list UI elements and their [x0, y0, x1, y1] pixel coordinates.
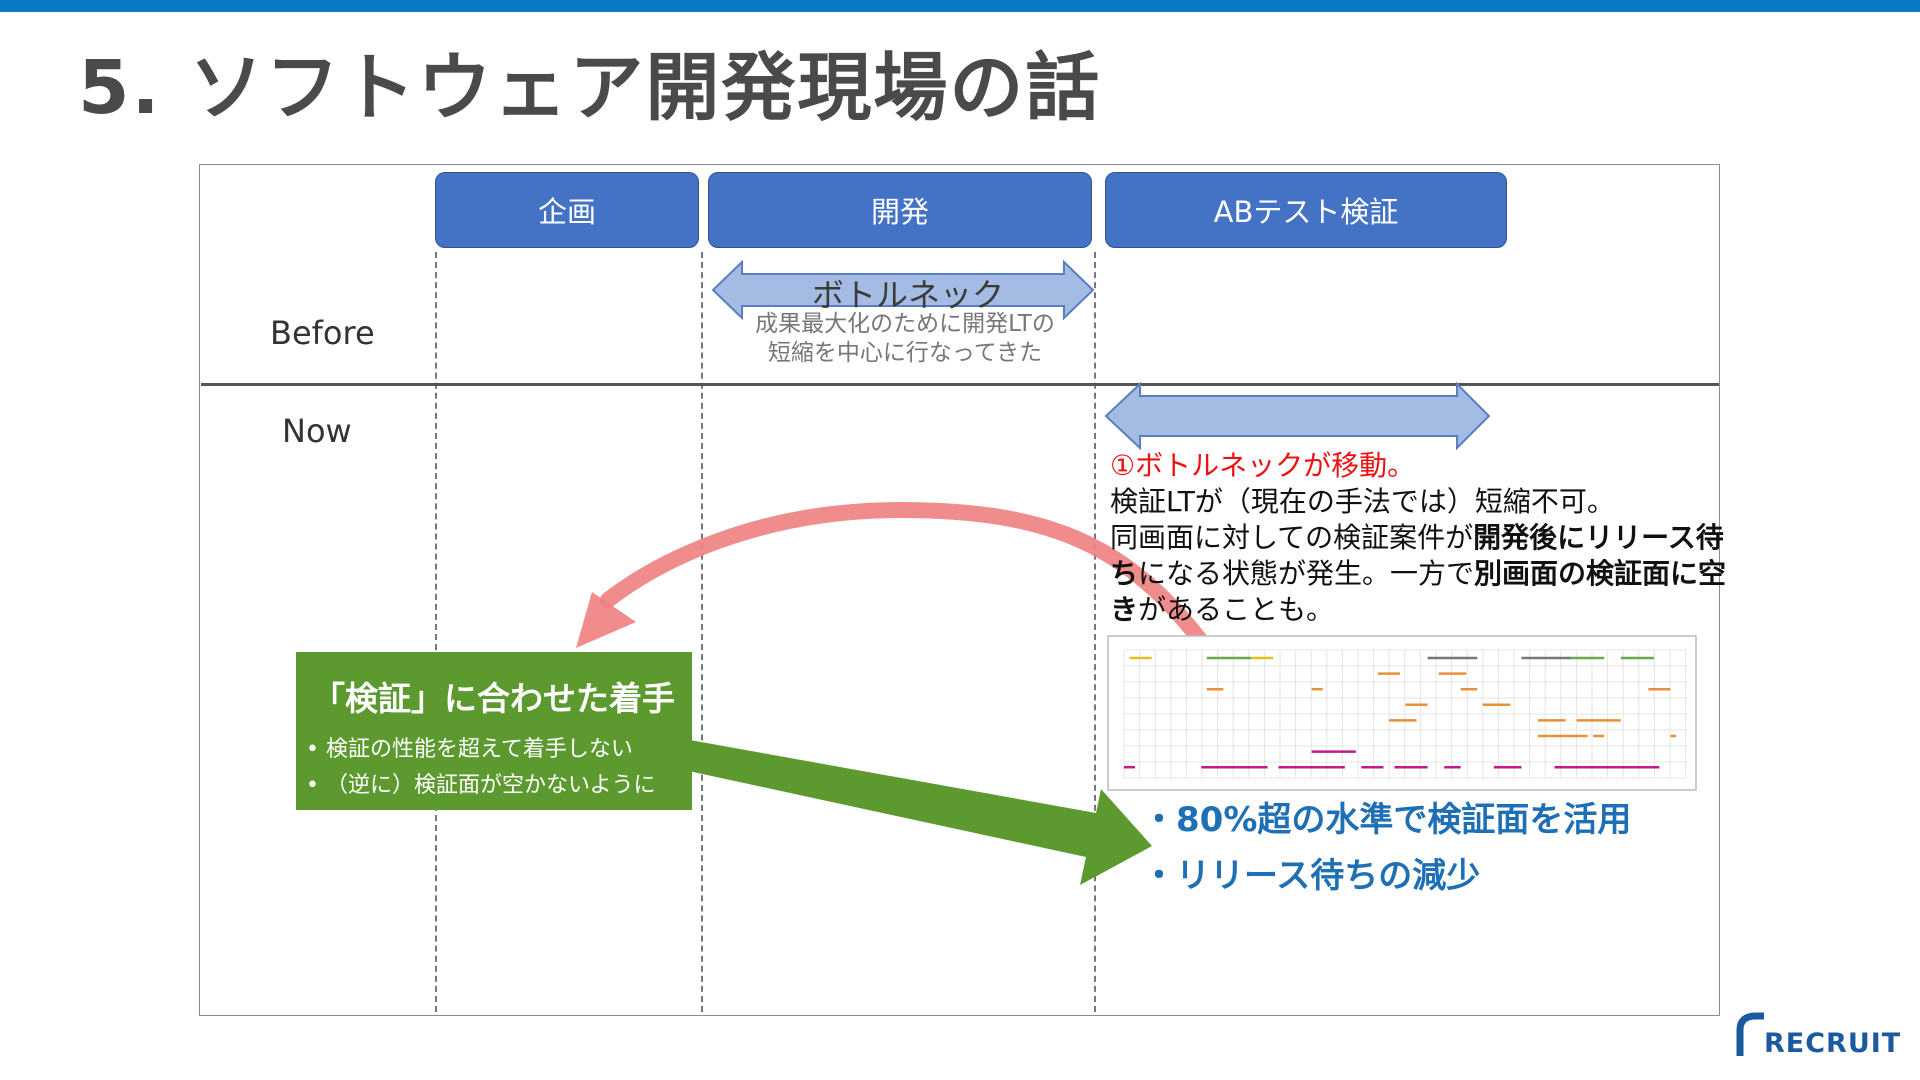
approach-title: 「検証」に合わせた着手 [312, 679, 675, 718]
curved-red-arrow [600, 501, 1230, 678]
result-item: 80%超の水準で検証面を活用 [1142, 792, 1631, 848]
phase-separator [1094, 252, 1096, 1012]
diagram-frame [199, 164, 1720, 1016]
note-paragraph: 同画面に対しての検証案件が開発後にリリース待ちになる状態が発生。一方で別画面の検… [1110, 521, 1727, 626]
results-list: 80%超の水準で検証面を活用 リリース待ちの減少 [1142, 792, 1631, 904]
bottleneck-label: ボトルネック [812, 276, 1005, 314]
approach-list: 検証の性能を超えて着手しない （逆に）検証面が空かないように [306, 732, 692, 804]
recruit-logo-mark [1736, 1012, 1764, 1056]
bottleneck-description: 成果最大化のために開発LTの 短縮を中心に行なってきた [740, 310, 1070, 368]
slide-title: 5. ソフトウェア開発現場の話 [78, 45, 1102, 131]
approach-box: 「検証」に合わせた着手 検証の性能を超えて着手しない （逆に）検証面が空かないよ… [296, 652, 692, 810]
note-heading: ①ボトルネックが移動。 [1110, 449, 1416, 482]
green-arrow [684, 740, 1152, 885]
recruit-logo: RECRUIT [1734, 1012, 1900, 1060]
bottleneck-desc-line2: 短縮を中心に行なってきた [767, 340, 1043, 366]
result-item: リリース待ちの減少 [1142, 848, 1631, 904]
top-accent-bar [0, 0, 1920, 12]
phase-ab-test-verification: ABテスト検証 [1105, 172, 1507, 248]
row-label-now: Now [282, 412, 352, 450]
bottleneck-desc-line1: 成果最大化のために開発LTの [755, 311, 1055, 337]
bottleneck-shift-note: ①ボトルネックが移動。 検証LTが（現在の手法では）短縮不可。 同画面に対しての… [1110, 448, 1730, 628]
curved-red-arrowhead [576, 592, 636, 648]
approach-item: 検証の性能を超えて着手しない [306, 732, 692, 768]
bottleneck-arrow-now [1104, 381, 1491, 451]
note-line: 検証LTが（現在の手法では）短縮不可。 [1110, 485, 1615, 518]
phase-separator [701, 252, 703, 1012]
thumbnail-frame [1107, 635, 1697, 791]
row-label-before: Before [270, 314, 375, 352]
approach-item: （逆に）検証面が空かないように [306, 768, 692, 804]
phase-planning: 企画 [435, 172, 699, 248]
recruit-logo-text: RECRUIT [1764, 1028, 1902, 1059]
phase-development: 開発 [708, 172, 1092, 248]
row-divider [201, 383, 1719, 386]
phase-separator [435, 252, 437, 1012]
bottleneck-arrow-before [711, 259, 1095, 321]
